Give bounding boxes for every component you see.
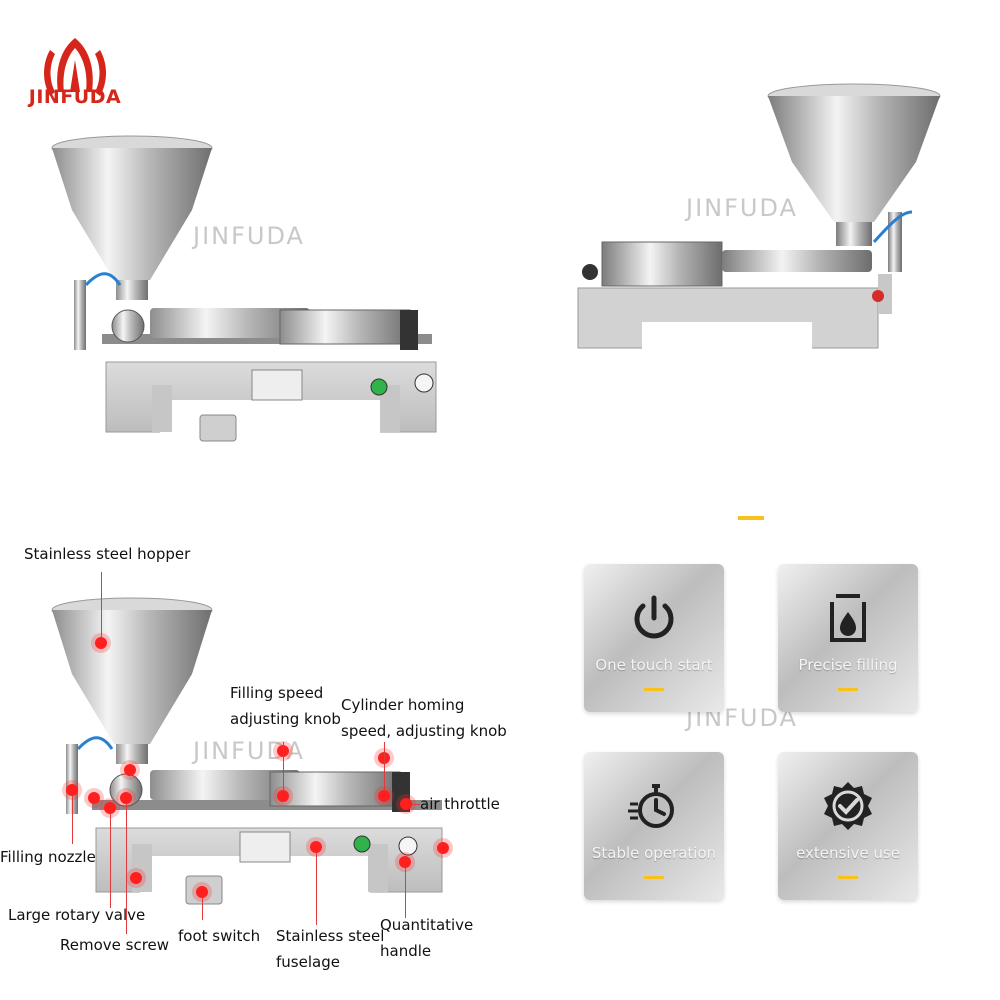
accent-bar [644, 688, 664, 691]
cylinder-knob-marker [378, 790, 390, 802]
label-filling-speed-2: adjusting knob [230, 710, 341, 728]
leader-line [412, 804, 420, 805]
logo-text: JINFUDA [28, 86, 122, 108]
label-remove-screw: Remove screw [60, 936, 170, 954]
leader-line [101, 572, 102, 642]
accent-bar [738, 516, 764, 520]
leader-line [384, 742, 385, 792]
stopwatch-icon [628, 784, 674, 828]
air-throttle-marker [400, 798, 412, 810]
leader-line [202, 898, 203, 920]
badge-check-icon [824, 782, 872, 830]
filling-machine-image [51, 135, 437, 442]
nozzle-valve-marker [88, 792, 100, 804]
feature-card-precise-filling: Precise filling [778, 564, 918, 712]
watermark: JINFUDA [193, 222, 305, 250]
label-fuselage-2: fuselage [276, 953, 340, 971]
label-rotary-valve: Large rotary valve [8, 906, 146, 924]
leader-line [126, 804, 127, 934]
label-filling-nozzle: Filling nozzle [0, 848, 96, 866]
rotary-valve-marker [104, 802, 116, 814]
filling-machine-image [51, 597, 443, 905]
hopper-marker [95, 637, 107, 649]
foot-switch-marker [196, 886, 208, 898]
label-air-throttle: air throttle [420, 795, 500, 813]
leader-line [110, 814, 111, 908]
label-cylinder: Cylinder homing [341, 696, 465, 714]
drop-container-icon [830, 594, 866, 642]
power-icon [634, 595, 674, 639]
leader-line [316, 853, 317, 925]
label-handle-2: handle [380, 942, 432, 960]
filling-machine-image [577, 83, 941, 352]
leader-line [72, 796, 73, 844]
feature-card-stable-operation: Stable operation [584, 752, 724, 900]
jinfuda-logo-icon [44, 38, 106, 96]
label-filling-speed: Filling speed [230, 684, 324, 702]
throttle-valve-marker [437, 842, 449, 854]
label-fuselage: Stainless steel [276, 927, 385, 945]
watermark: JINFUDA [686, 194, 798, 222]
filling-speed-knob-marker [277, 790, 289, 802]
label-hopper: Stainless steel hopper [24, 545, 191, 563]
remove-screw-marker [120, 792, 132, 804]
feature-label: One touch start [595, 656, 713, 674]
label-handle: Quantitative [380, 916, 474, 934]
accent-bar [644, 876, 664, 879]
remove-screw-lower-marker [130, 872, 142, 884]
accent-bar [838, 876, 858, 879]
fuselage-marker [310, 841, 322, 853]
leader-line [405, 868, 406, 918]
handle-marker [399, 856, 411, 868]
label-cylinder-2: speed, adjusting knob [341, 722, 507, 740]
feature-label: Stable operation [591, 844, 717, 862]
leader-line [283, 742, 284, 790]
feature-label: extensive use [796, 844, 900, 862]
filling-nozzle-marker [66, 784, 78, 796]
feature-label: Precise filling [798, 656, 898, 674]
label-foot-switch: foot switch [178, 927, 261, 945]
feature-card-extensive-use: extensive use [778, 752, 918, 900]
top-valve-marker [124, 764, 136, 776]
feature-card-one-touch-start: One touch start [584, 564, 724, 712]
accent-bar [838, 688, 858, 691]
